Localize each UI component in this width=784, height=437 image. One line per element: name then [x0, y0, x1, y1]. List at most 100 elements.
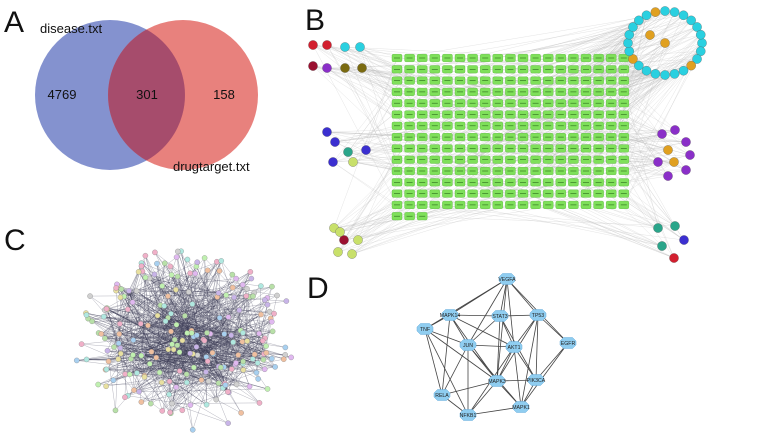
- ppi-edge: [133, 356, 207, 391]
- ppi-node: [263, 343, 269, 349]
- ppi-edge: [162, 333, 225, 412]
- ppi-node: [274, 292, 280, 299]
- network-edge: [365, 91, 486, 151]
- ppi-edge: [144, 349, 174, 378]
- ppi-node: [228, 366, 235, 372]
- network-edge: [333, 193, 511, 229]
- network-edge: [623, 58, 698, 194]
- ppi-node: [110, 377, 117, 383]
- ppi-edge: [225, 310, 240, 386]
- ppi-node: [173, 384, 179, 390]
- ppi-edge: [169, 297, 235, 413]
- network-edge: [359, 46, 435, 149]
- ppi-edge: [196, 266, 232, 336]
- ppi-edge: [231, 297, 268, 336]
- ppi-edge: [120, 297, 142, 356]
- ppi-node: [204, 267, 211, 274]
- hub-gene-label: RELA: [435, 393, 449, 399]
- ppi-node: [239, 338, 246, 345]
- ppi-edge: [149, 361, 208, 365]
- ppi-node: [259, 338, 266, 344]
- ppi-node: [194, 259, 200, 265]
- ingredient-node: [660, 6, 670, 16]
- ppi-edge: [142, 354, 170, 395]
- ppi-node: [122, 371, 128, 377]
- ppi-node: [175, 248, 181, 255]
- ppi-edge: [190, 340, 263, 354]
- ingredient-node: [669, 157, 679, 167]
- ppi-node: [261, 366, 268, 372]
- ppi-node: [193, 344, 200, 350]
- ppi-edge: [120, 331, 172, 349]
- network-edge: [459, 34, 651, 93]
- ppi-node: [230, 339, 236, 345]
- network-edge: [598, 15, 684, 194]
- ppi-node: [147, 361, 153, 367]
- ppi-edge: [147, 325, 229, 393]
- ppi-node: [262, 297, 268, 303]
- ppi-node: [187, 350, 193, 357]
- ppi-node: [189, 301, 196, 307]
- hub-gene-edge: [535, 342, 569, 381]
- hub-gene-label: AKT1: [508, 345, 521, 351]
- ppi-node: [264, 386, 271, 392]
- ppi-edge: [156, 263, 175, 340]
- ppi-node: [194, 332, 200, 338]
- ppi-edge: [167, 266, 171, 297]
- ppi-node: [198, 377, 205, 383]
- ppi-node: [225, 389, 231, 395]
- ingredient-node: [678, 10, 689, 21]
- ingredient-node: [308, 61, 318, 71]
- hub-gene-node: [416, 323, 434, 335]
- ppi-node: [247, 269, 254, 275]
- ingredient-node: [657, 241, 667, 251]
- ingredient-node: [678, 65, 689, 76]
- hub-gene-edge: [449, 314, 515, 348]
- ppi-node: [184, 256, 191, 263]
- ppi-node: [141, 374, 148, 380]
- ppi-node: [222, 382, 229, 388]
- ppi-edge: [150, 382, 162, 404]
- network-edge: [409, 69, 676, 227]
- network-edge: [623, 80, 659, 229]
- network-edge: [343, 204, 561, 241]
- ppi-edge: [125, 354, 255, 375]
- ingredient-node: [634, 15, 644, 26]
- ppi-node: [115, 356, 122, 362]
- network-edge: [351, 204, 511, 255]
- ingredient-node: [663, 171, 673, 181]
- ppi-edge: [106, 369, 209, 382]
- ingredient-node: [634, 60, 644, 71]
- ppi-node: [174, 273, 181, 280]
- ppi-node: [186, 289, 192, 295]
- ppi-node: [238, 410, 244, 416]
- venn-left-only-count: 4769: [48, 87, 77, 102]
- ppi-node: [233, 360, 239, 366]
- ppi-node: [102, 335, 108, 342]
- ppi-node: [135, 269, 142, 275]
- ingredient-node: [686, 60, 696, 71]
- ingredient-node: [669, 253, 679, 263]
- ppi-edge: [207, 361, 219, 384]
- ppi-node: [173, 254, 180, 260]
- hub-gene-label: EGFR: [561, 341, 576, 347]
- ppi-edge: [128, 290, 163, 411]
- ppi-edge: [145, 277, 152, 352]
- network-edge: [344, 46, 461, 138]
- ppi-node: [256, 330, 262, 337]
- hub-gene-label: MAPK14: [440, 313, 461, 319]
- network-edge: [510, 26, 698, 194]
- ppi-edge: [196, 334, 234, 343]
- ppi-node: [204, 330, 210, 336]
- ppi-node: [229, 284, 236, 291]
- ppi-edge: [204, 316, 229, 341]
- ppi-node: [250, 293, 256, 300]
- network-edge: [339, 193, 524, 233]
- ppi-edge: [121, 288, 232, 336]
- ppi-edge: [116, 284, 191, 354]
- ppi-edge: [171, 274, 244, 362]
- ppi-node: [98, 331, 105, 337]
- network-edge: [585, 125, 676, 227]
- hub-gene-edge: [520, 342, 569, 408]
- ppi-edge: [159, 321, 272, 373]
